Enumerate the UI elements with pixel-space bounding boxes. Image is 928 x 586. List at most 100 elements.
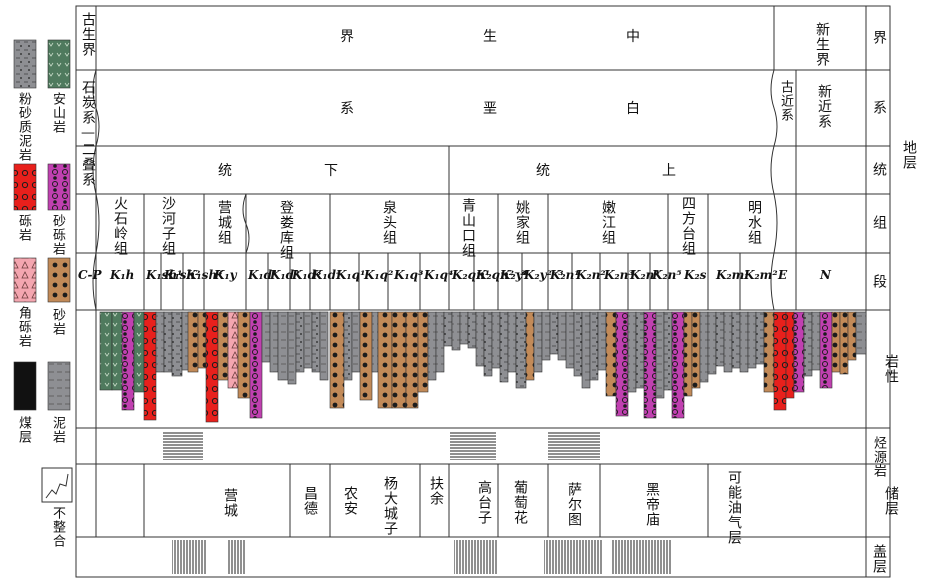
member-8: K₁d³ <box>292 268 322 282</box>
lithology-strip-3 <box>133 311 145 393</box>
header-series: 统 <box>871 162 887 177</box>
formation-qingshankou: 青山口组 <box>460 198 476 258</box>
member-26: E <box>778 268 788 282</box>
lithology-strip-78 <box>811 311 821 371</box>
erathem-mesozoic: 界生中 <box>340 30 640 45</box>
lithology-strip-0 <box>99 311 113 391</box>
lithology-strip-20 <box>295 311 305 373</box>
lithology-column <box>99 311 867 423</box>
member-21: K₂n⁴ <box>630 268 660 282</box>
legend-swatch-conglomerate <box>13 163 37 211</box>
lithology-strip-24 <box>329 311 345 409</box>
lithology-strip-66 <box>707 311 717 375</box>
legend-swatch-sandstone <box>47 257 71 303</box>
lithology-strip-48 <box>549 311 559 355</box>
reservoir-gaotaizi: 高台子 <box>476 480 492 525</box>
reservoir-heidimiao: 黑帝庙 <box>644 482 660 527</box>
formation-yaojia: 姚家组 <box>514 200 530 245</box>
lithology-strip-15 <box>249 311 263 419</box>
lithology-strip-40 <box>483 311 493 377</box>
erathem-mesozoic-char-2: 生 <box>483 29 497 45</box>
member-4: K₁sh³ <box>186 268 223 282</box>
lithology-strip-29 <box>377 311 393 409</box>
lithology-strip-54 <box>597 311 607 371</box>
member-5: K₁y <box>214 268 237 282</box>
legend-label-silty-mudstone: 粉砂质泥岩 <box>16 92 31 162</box>
lithology-strip-77 <box>803 311 813 377</box>
lithology-strip-63 <box>683 311 693 397</box>
legend-label-breccia: 角砾岩 <box>16 306 31 348</box>
lithology-strip-73 <box>763 311 775 393</box>
source-rock-marks <box>163 432 600 460</box>
lithology-strip-72 <box>755 311 765 365</box>
header-lithology: 岩性 <box>883 354 899 384</box>
lithology-strip-21 <box>303 311 313 369</box>
erathem-mesozoic-char-1: 中 <box>626 29 640 45</box>
lithology-strip-9 <box>187 311 199 373</box>
member-7: K₁d² <box>270 268 300 282</box>
series-lower-char-2: 统 <box>218 163 232 179</box>
system-paleogene: 古近系 <box>778 80 793 122</box>
lithology-strip-69 <box>731 311 741 369</box>
system-cretaceous-char-2: 垩 <box>483 101 497 117</box>
formation-quantou: 泉头组 <box>381 200 397 245</box>
member-12: K₁q³ <box>394 268 424 282</box>
legend-swatches <box>13 39 71 411</box>
header-member: 段 <box>871 274 887 289</box>
lithology-strip-5 <box>155 311 165 373</box>
lithology-strip-27 <box>359 311 373 401</box>
lithology-strip-2 <box>121 311 135 411</box>
lithology-strip-33 <box>427 311 437 381</box>
lithology-strip-39 <box>475 311 485 367</box>
lithology-strip-58 <box>635 311 645 389</box>
lithology-strip-49 <box>557 311 567 361</box>
lithology-strip-71 <box>747 311 757 369</box>
member-11: K₁q² <box>364 268 394 282</box>
lithology-strip-46 <box>533 311 543 373</box>
member-0: C-P <box>78 268 102 282</box>
reservoir-yingcheng: 营城 <box>222 488 238 518</box>
lithology-strip-38 <box>467 311 477 349</box>
header-reservoir: 储层 <box>883 486 899 516</box>
header-cap-rock: 盖层 <box>871 544 887 574</box>
reservoir-possible: 可能油气层 <box>726 470 742 545</box>
lithology-strip-17 <box>269 311 279 373</box>
lithology-strip-70 <box>739 311 749 373</box>
cap-rock-marks <box>172 540 672 574</box>
lithology-strip-30 <box>391 311 407 409</box>
member-13: K₁q⁴ <box>424 268 454 282</box>
legend-swatch-breccia <box>13 257 37 303</box>
lithology-strip-80 <box>831 311 841 373</box>
series-lower: 统下 <box>218 164 338 179</box>
lithology-strip-34 <box>435 311 445 373</box>
formation-huoshiling: 火石岭组 <box>112 196 128 256</box>
lithology-strip-47 <box>541 311 551 361</box>
formation-yingcheng: 营城组 <box>216 200 232 245</box>
lithology-strip-82 <box>847 311 857 361</box>
reservoir-nongan: 农安 <box>342 486 358 516</box>
lithology-strip-68 <box>723 311 733 373</box>
legend-swatch-pebbly-sandstone <box>47 163 71 211</box>
lithology-strip-22 <box>311 311 321 373</box>
member-14: K₂qn¹ <box>452 268 491 282</box>
reservoir-fuyu: 扶余 <box>428 476 444 506</box>
system-cretaceous: 系垩白 <box>340 102 640 117</box>
member-22: K₂n⁵ <box>652 268 682 282</box>
legend-label-coal: 煤层 <box>16 416 31 444</box>
lithology-strip-81 <box>839 311 849 375</box>
lithology-strip-65 <box>699 311 709 383</box>
member-20: K₂n³ <box>604 268 634 282</box>
lithology-strip-23 <box>319 311 329 381</box>
erathem-paleozoic: 古生界 <box>80 12 96 57</box>
lithology-strip-67 <box>715 311 725 367</box>
lithology-strip-4 <box>143 311 157 421</box>
lithology-strip-64 <box>691 311 701 389</box>
system-neogene: 新近系 <box>816 84 832 129</box>
reservoir-changde: 昌德 <box>302 486 318 516</box>
lithology-strip-83 <box>855 311 867 355</box>
member-16: K₂y¹ <box>500 268 528 282</box>
member-25: K₂m² <box>744 268 778 282</box>
formation-sifangtai: 四方台组 <box>680 196 696 256</box>
member-27: N <box>820 268 831 282</box>
